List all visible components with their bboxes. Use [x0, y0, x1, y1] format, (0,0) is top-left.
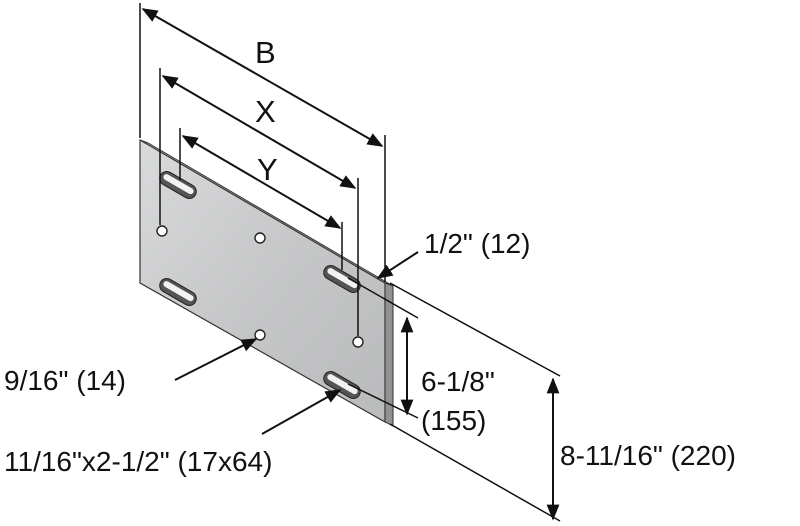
label-thickness: 1/2" (12) — [424, 228, 530, 259]
dimension-lines — [141, 8, 560, 521]
leader-hole — [174, 338, 258, 381]
leader-lines — [174, 251, 419, 435]
label-B: B — [255, 35, 276, 70]
leader-slot — [261, 389, 342, 435]
slot-bottom-left — [159, 278, 197, 306]
hole-center-bottom — [254, 329, 266, 341]
label-hole-dia: 9/16" (14) — [4, 365, 126, 396]
hole-right — [352, 336, 364, 348]
label-height: 8-11/16" (220) — [560, 440, 736, 471]
label-slot-spacing-in: 6-1/8" — [421, 366, 495, 397]
hole-left — [156, 225, 168, 237]
label-X: X — [255, 94, 276, 129]
holes — [156, 225, 364, 348]
label-slot-spacing-mm: (155) — [421, 405, 486, 436]
hole-center-top — [254, 232, 266, 244]
label-slot-size: 11/16"x2-1/2" (17x64) — [4, 446, 272, 477]
leader-thickness — [376, 251, 419, 279]
label-Y: Y — [257, 152, 278, 187]
slot-top-right — [323, 265, 361, 293]
dim-line-Y — [181, 135, 342, 229]
